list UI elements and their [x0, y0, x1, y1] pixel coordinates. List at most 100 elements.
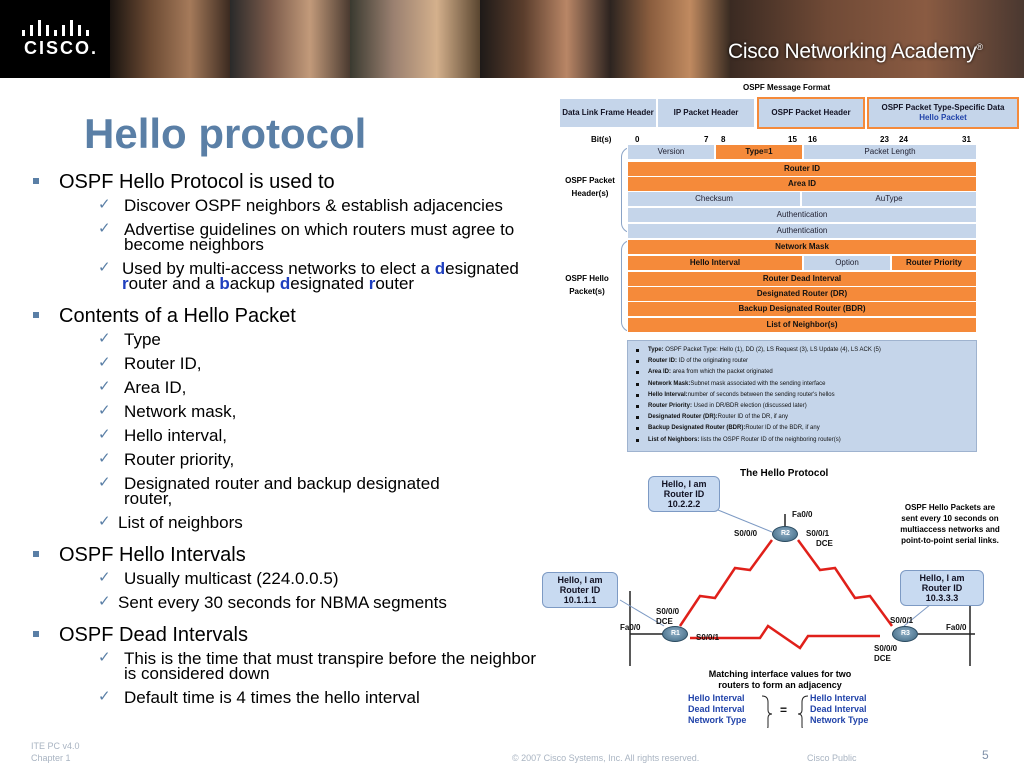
banner-photo: [350, 0, 480, 78]
note-term: Network Mask:: [648, 380, 691, 387]
field-autype: AuType: [801, 191, 977, 207]
equals-sign: =: [780, 703, 788, 717]
bits-label: Bit(s): [591, 135, 612, 144]
sub-bullet-item: ✓Default time is 4 times the hello inter…: [30, 686, 620, 710]
cisco-logo: CISCO.: [0, 0, 110, 78]
callout-pointer: [619, 599, 665, 627]
bullet-item: OSPF Hello Protocol is used to: [30, 170, 620, 194]
note-term: Hello Interval:: [648, 391, 688, 398]
highlight-letter: d: [279, 274, 291, 293]
data-link-frame-header: Data Link Frame Header: [559, 98, 657, 128]
bit-number: 7: [704, 135, 709, 144]
figure-title: OSPF Message Format: [743, 83, 831, 92]
highlight-letter: r: [122, 274, 129, 293]
field-authentication: Authentication: [627, 223, 977, 239]
callout-text: 10.3.3.3: [925, 593, 959, 603]
matching-caption-text: Matching interface values for two: [708, 669, 852, 679]
ospf-hello-packet-label: OSPF Hello Packet(s): [565, 272, 609, 298]
note-desc: OSPF Packet Type: Hello (1), DD (2), LS …: [663, 347, 881, 353]
check-icon: ✓: [98, 402, 111, 419]
check-icon: ✓: [98, 474, 111, 491]
field-hello-interval: Hello Interval: [627, 255, 803, 271]
sub-bullet-item: ✓Type: [30, 328, 620, 352]
callout-text: Hello, I am: [557, 575, 603, 585]
diagram-title: The Hello Protocol: [740, 468, 829, 479]
hello-interval-note: OSPF Hello Packets are sent every 10 sec…: [876, 502, 1024, 546]
interface-label: DCE: [656, 617, 673, 626]
field-packet-length: Packet Length: [803, 144, 977, 160]
side-label-text: OSPF Hello Packet(s): [565, 274, 609, 296]
note-desc: ID of the originating router: [677, 358, 749, 365]
bullet-item: OSPF Dead Intervals: [30, 623, 620, 647]
note-term: Router Priority:: [648, 403, 693, 410]
field-dead-interval: Router Dead Interval: [627, 271, 977, 287]
bullet-item: OSPF Hello Intervals: [30, 543, 620, 567]
note-item: Router ID: ID of the originating router: [636, 356, 972, 367]
bit-number: 23: [880, 135, 889, 144]
footer-chapter: Chapter 1: [31, 753, 71, 763]
matching-value: Hello Interval: [688, 693, 745, 703]
hello-protocol-diagram: The Hello Protocol Hello, I am Router ID…: [540, 466, 1024, 728]
note-text: multiaccess networks and: [900, 525, 1000, 534]
highlight-letter: r: [368, 274, 376, 293]
matching-value: Hello Interval: [810, 693, 867, 703]
bit-number: 31: [962, 135, 971, 144]
matching-left-values: Hello Interval Dead Interval Network Typ…: [688, 693, 746, 726]
field-backup-designated-router: Backup Designated Router (BDR): [627, 301, 977, 317]
check-icon: ✓: [98, 196, 111, 213]
interface-label: Fa0/0: [946, 623, 967, 632]
matching-value: Dead Interval: [688, 704, 745, 714]
page-number: 5: [982, 748, 989, 762]
footer-course: ITE PC v4.0: [31, 741, 80, 751]
note-term: Backup Designated Router (BDR):: [648, 425, 746, 432]
sub-bullet-item: ✓List of neighbors: [30, 511, 620, 535]
check-icon: ✓: [98, 259, 111, 276]
note-desc: area from which the packet originated: [671, 369, 773, 376]
callout-text: Router ID: [663, 489, 705, 499]
callout-text: 10.2.2.2: [667, 499, 701, 509]
interface-label: Fa0/0: [792, 510, 813, 519]
field-router-priority: Router Priority: [891, 255, 977, 271]
note-term: Type:: [648, 347, 664, 353]
academy-text: Cisco Networking Academy: [728, 40, 977, 63]
banner-photo: [730, 0, 1024, 78]
ip-packet-header-text: IP Packet Header: [673, 108, 739, 117]
interface-label: DCE: [874, 654, 891, 663]
note-item: Hello Interval:number of seconds between…: [636, 390, 972, 401]
sub-bullet-item: ✓Area ID,: [30, 376, 620, 400]
interface-label: S0/0/0: [734, 529, 758, 538]
sub-bullet-item: ✓Network mask,: [30, 400, 620, 424]
hello-callout-r1: Hello, I am Router ID 10.1.1.1: [542, 572, 618, 608]
bit-number: 0: [635, 135, 640, 144]
topology-lines: [619, 509, 975, 728]
matching-right-values: Hello Interval Dead Interval Network Typ…: [810, 693, 868, 726]
interface-label: S0/0/1: [696, 633, 720, 642]
highlight-letter: b: [219, 274, 230, 293]
check-icon: ✓: [98, 354, 111, 371]
matching-caption: Matching interface values for two router…: [680, 669, 880, 691]
footer-classification: Cisco Public: [807, 753, 857, 763]
field-area-id: Area ID: [627, 176, 977, 192]
serial-link-r2-r3: [796, 539, 894, 627]
matching-value: Network Type: [688, 715, 747, 725]
side-label-text: OSPF Packet Header(s): [565, 176, 615, 198]
note-desc: Used in DR/BDR election (discussed later…: [692, 403, 807, 410]
router-label: R3: [901, 630, 910, 637]
check-icon: ✓: [98, 378, 111, 395]
note-item: Type: OSPF Packet Type: Hello (1), DD (2…: [636, 345, 972, 356]
cisco-logo-text: CISCO.: [24, 38, 99, 58]
note-desc: Router ID of the DR, if any: [717, 414, 789, 421]
sub-bullet-text: become neighbors: [124, 235, 264, 254]
serial-link-r1-r3: [690, 624, 880, 650]
type-specific-data-text: OSPF Packet Type-Specific Data: [881, 103, 1005, 112]
note-desc: Router ID of the BDR, if any: [745, 425, 820, 432]
field-designated-router: Designated Router (DR): [627, 286, 977, 302]
banner-photo: [610, 0, 730, 78]
bit-number: 16: [808, 135, 817, 144]
callout-pointer: [717, 509, 773, 533]
note-text: sent every 10 seconds on: [901, 514, 999, 523]
note-term: Router ID:: [648, 358, 677, 365]
banner-photo: [110, 0, 230, 78]
check-icon: ✓: [98, 450, 111, 467]
sub-bullet-text: Designated router and backup designated: [124, 474, 440, 493]
